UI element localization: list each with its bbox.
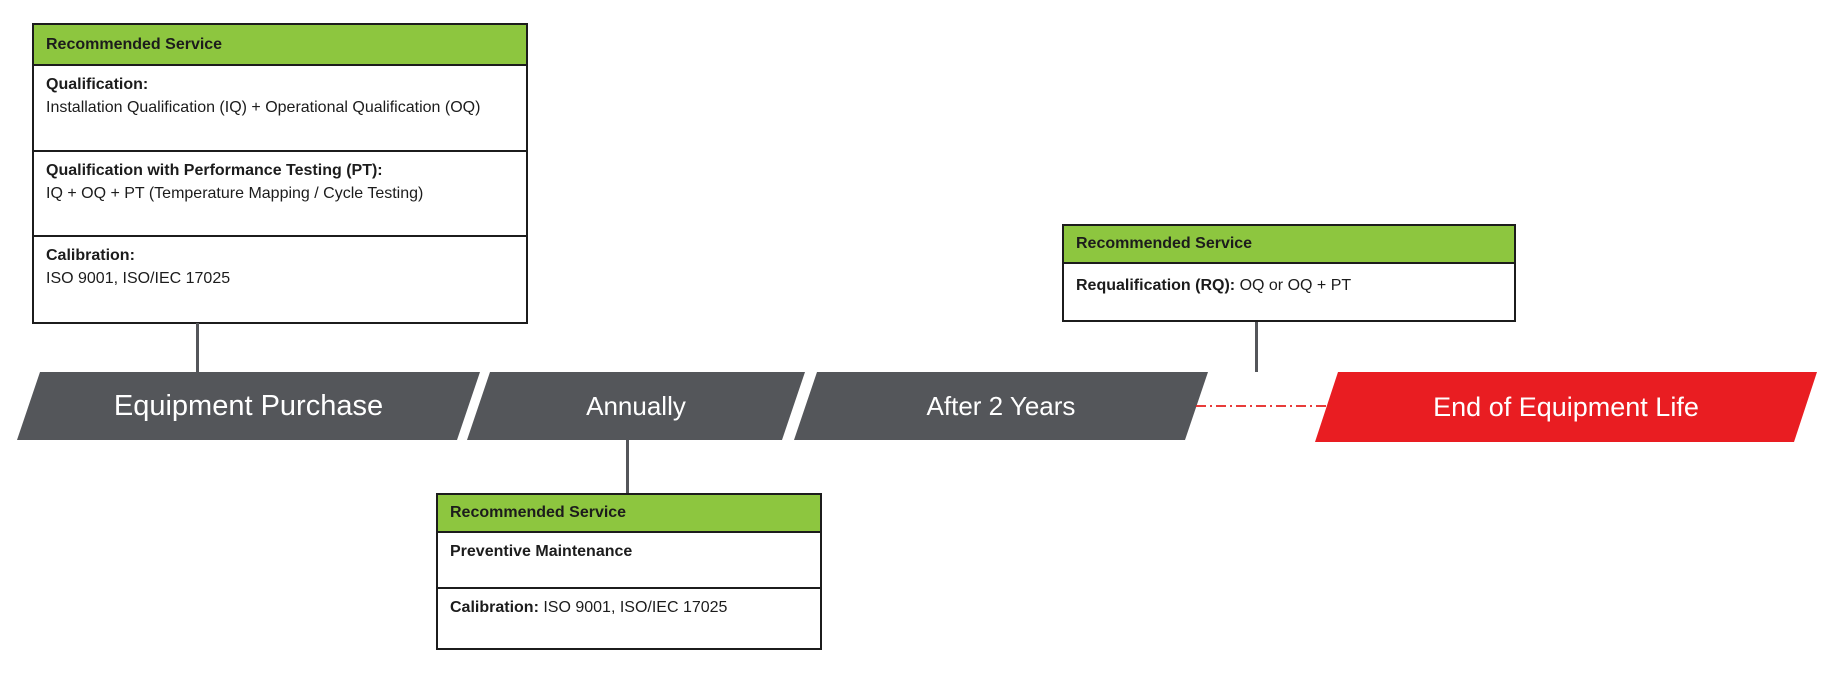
service-row-label: Qualification with Performance Testing (… (46, 162, 383, 179)
service-row-label: Calibration: (450, 599, 539, 616)
service-row-qualification-pt: Qualification with Performance Testing (… (34, 152, 526, 237)
connector-line-annually-box (626, 440, 629, 493)
service-row-label: Qualification: (46, 76, 149, 93)
service-row-calibration: Calibration: ISO 9001, ISO/IEC 17025 (34, 237, 526, 290)
connector-line-requalification-box (1255, 322, 1258, 372)
service-row-description: ISO 9001, ISO/IEC 17025 (46, 270, 231, 287)
recommended-service-box-purchase: Recommended Service Qualification: Insta… (32, 23, 528, 324)
timeline-stage-annually: Annually (467, 372, 805, 440)
service-row-label: Calibration: (46, 247, 135, 264)
recommended-service-box-annually: Recommended Service Preventive Maintenan… (436, 493, 822, 650)
service-row-calibration: Calibration: ISO 9001, ISO/IEC 17025 (438, 589, 820, 619)
service-box-header-label: Recommended Service (1076, 235, 1253, 252)
timeline-stage-label: End of Equipment Life (1433, 391, 1699, 422)
timeline-stage-equipment-purchase: Equipment Purchase (17, 372, 480, 440)
service-row-preventive-maintenance: Preventive Maintenance (438, 533, 820, 589)
service-box-header: Recommended Service (1064, 226, 1514, 264)
service-box-header-label: Recommended Service (46, 35, 223, 53)
timeline-stage-label: After 2 Years (926, 390, 1076, 421)
recommended-service-box-requalification: Recommended Service Requalification (RQ)… (1062, 224, 1516, 322)
connector-line-purchase-box (196, 323, 199, 372)
timeline-stage-label: Annually (586, 390, 686, 421)
service-box-header: Recommended Service (34, 25, 526, 66)
service-row-label: Preventive Maintenance (450, 543, 633, 560)
service-row-description: ISO 9001, ISO/IEC 17025 (543, 599, 728, 616)
service-row-requalification: Requalification (RQ): OQ or OQ + PT (1064, 264, 1514, 297)
service-row-qualification: Qualification: Installation Qualificatio… (34, 66, 526, 152)
timeline-stage-label: Equipment Purchase (113, 389, 384, 422)
service-row-description: Installation Qualification (IQ) + Operat… (46, 99, 481, 116)
service-row-description: OQ or OQ + PT (1239, 277, 1352, 294)
service-row-label: Requalification (RQ): (1076, 277, 1236, 294)
service-box-header-label: Recommended Service (450, 504, 627, 521)
service-box-header: Recommended Service (438, 495, 820, 533)
dash-dot-connector-line (1196, 405, 1332, 407)
timeline-stage-end-of-equipment-life: End of Equipment Life (1315, 372, 1817, 442)
timeline-stage-after-2-years: After 2 Years (794, 372, 1208, 440)
service-row-description: IQ + OQ + PT (Temperature Mapping / Cycl… (46, 185, 424, 202)
